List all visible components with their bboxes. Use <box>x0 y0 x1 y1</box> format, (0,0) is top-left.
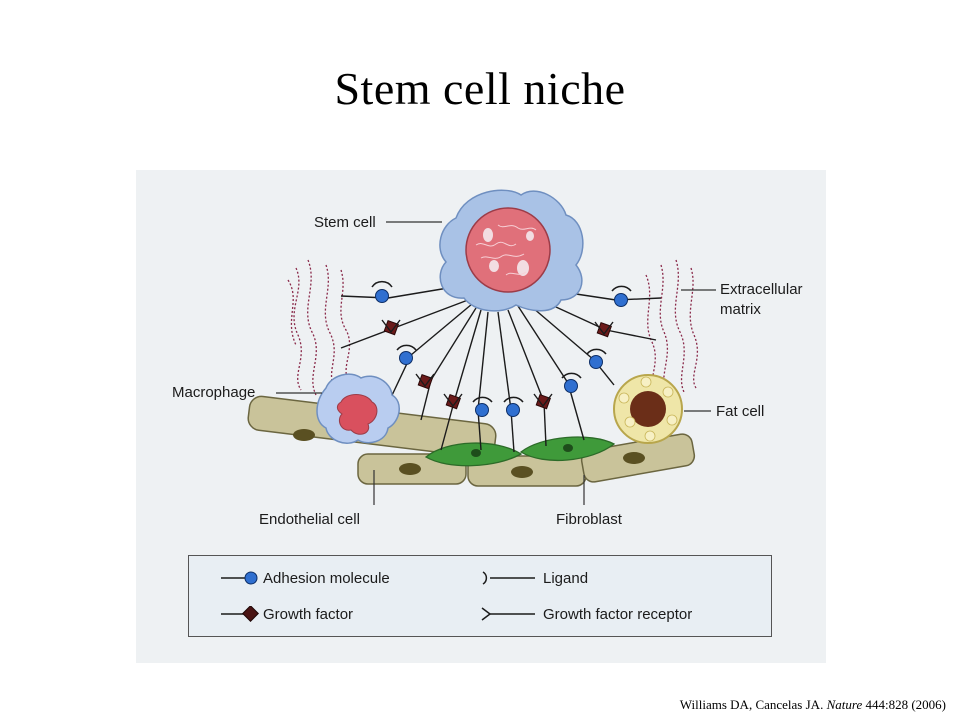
legend-growth-factor-receptor: Growth factor receptor <box>479 602 692 626</box>
label-fat-cell: Fat cell <box>716 403 765 420</box>
legend-ligand-label: Ligand <box>543 569 589 587</box>
growth-factor-receptor-icon <box>481 607 535 621</box>
stem-cell-niche-diagram: Stem cell Extracellular matrix Macrophag… <box>136 170 826 663</box>
adhesion-molecule-icon <box>221 571 258 585</box>
ligand-icon <box>482 571 535 585</box>
citation: Williams DA, Cancelas JA. Nature 444:828… <box>680 697 946 713</box>
growth-factors <box>383 319 612 410</box>
adhesion-molecules <box>371 280 632 417</box>
label-macrophage: Macrophage <box>172 384 256 401</box>
label-extracellular-matrix-line2: matrix <box>720 301 761 318</box>
citation-authors: Williams DA, Cancelas JA. <box>679 697 824 712</box>
legend-box: Adhesion molecule Ligand Growth factor G… <box>188 555 772 637</box>
slide-title: Stem cell niche <box>334 63 626 114</box>
legend-ligand: Ligand <box>479 566 588 590</box>
legend-growth-factor: Growth factor <box>219 602 353 626</box>
legend-growth-factor-label: Growth factor <box>263 605 354 623</box>
label-extracellular-matrix-line1: Extracellular <box>720 281 803 298</box>
extracellular-matrix-left <box>287 259 351 396</box>
label-fibroblast: Fibroblast <box>556 511 622 528</box>
legend-adhesion-molecule: Adhesion molecule <box>219 566 390 590</box>
fat-cell <box>613 374 683 444</box>
label-stem-cell: Stem cell <box>314 214 376 231</box>
citation-journal: Nature <box>826 697 863 712</box>
citation-ref: 444:828 (2006) <box>865 697 946 712</box>
label-endothelial-cell: Endothelial cell <box>259 511 360 528</box>
stem-cell <box>439 189 584 312</box>
macrophage <box>316 373 400 444</box>
diagram-illustration <box>247 189 716 505</box>
legend-adhesion-molecule-label: Adhesion molecule <box>263 569 390 587</box>
growth-factor-icon <box>221 606 259 622</box>
legend-growth-factor-receptor-label: Growth factor receptor <box>543 605 693 623</box>
